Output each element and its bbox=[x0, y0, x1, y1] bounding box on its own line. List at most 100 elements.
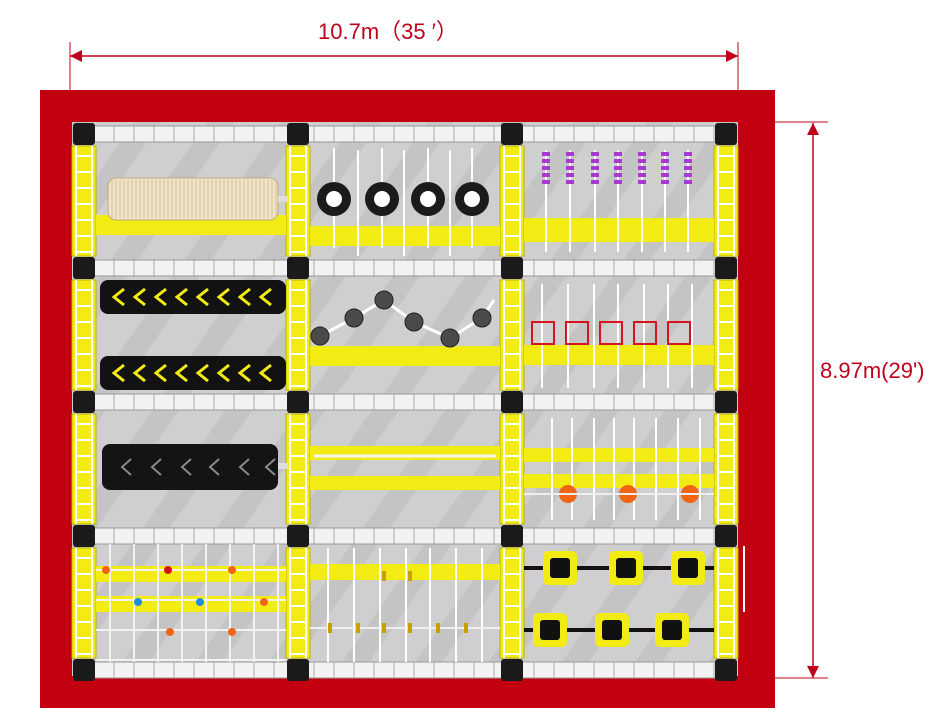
yellow-ladder bbox=[71, 279, 97, 391]
peg-icon bbox=[408, 571, 412, 581]
climbing-grid-station bbox=[96, 544, 286, 662]
beam-body bbox=[73, 393, 737, 411]
black-roller-icon bbox=[102, 444, 278, 490]
purple-handle-icon bbox=[638, 159, 646, 163]
roller-mark bbox=[264, 458, 276, 476]
post bbox=[501, 391, 523, 413]
tire-hole bbox=[374, 191, 390, 207]
yellow-ladder bbox=[713, 145, 739, 257]
post bbox=[501, 525, 523, 547]
purple-handle-icon bbox=[614, 159, 622, 163]
ring-hole bbox=[602, 620, 622, 640]
red-frame-icon bbox=[599, 321, 623, 345]
climbing-hold-icon bbox=[260, 598, 268, 606]
roller-mark bbox=[238, 458, 250, 476]
climbing-hold-icon bbox=[134, 598, 142, 606]
chevron-belt-icon bbox=[132, 363, 146, 383]
chevron-belt-icon bbox=[174, 287, 188, 307]
peg-icon bbox=[382, 571, 386, 581]
purple-handle-icon bbox=[542, 166, 550, 170]
ring-hole bbox=[616, 558, 636, 578]
post bbox=[287, 123, 309, 145]
purple-handle-icon bbox=[661, 173, 669, 177]
red-frame-icon bbox=[565, 321, 589, 345]
chevron-belt-icon bbox=[132, 287, 146, 307]
chevron-belt-station bbox=[100, 280, 286, 390]
chevron-belt-icon bbox=[237, 363, 251, 383]
yellow-band bbox=[310, 446, 500, 460]
purple-handle-icon bbox=[591, 166, 599, 170]
yellow-ladder bbox=[285, 547, 311, 659]
roller-mark bbox=[180, 458, 192, 476]
chevron-belt-icon bbox=[195, 287, 209, 307]
purple-handle-icon bbox=[542, 159, 550, 163]
post bbox=[501, 123, 523, 145]
horizontal-beam bbox=[73, 259, 737, 277]
purple-handle-icon bbox=[591, 180, 599, 184]
ball-icon bbox=[440, 328, 460, 348]
chevron-belt-icon bbox=[195, 363, 209, 383]
log-roll-station bbox=[96, 177, 288, 235]
purple-handle-icon bbox=[591, 173, 599, 177]
chevron-belt-icon bbox=[258, 287, 272, 307]
chevron-belt-icon bbox=[153, 287, 167, 307]
ball-icon bbox=[310, 326, 330, 346]
yellow-ladder bbox=[713, 279, 739, 391]
purple-handle-icon bbox=[614, 166, 622, 170]
ball-icon bbox=[374, 290, 394, 310]
purple-handle-icon bbox=[542, 173, 550, 177]
roller-axle bbox=[278, 463, 288, 469]
purple-handle-icon bbox=[638, 180, 646, 184]
post bbox=[73, 525, 95, 547]
roller-mark bbox=[150, 458, 162, 476]
horizontal-beam bbox=[73, 527, 737, 545]
purple-handle-icon bbox=[566, 166, 574, 170]
roller-axle bbox=[278, 196, 288, 202]
horizontal-beam bbox=[73, 393, 737, 411]
yellow-ladder bbox=[285, 279, 311, 391]
purple-handle-icon bbox=[614, 152, 622, 156]
yellow-ladder bbox=[71, 145, 97, 257]
width-dimension-label: 10.7m（35 ′） bbox=[318, 19, 458, 44]
beam-body bbox=[73, 259, 737, 277]
red-frame-icon bbox=[633, 321, 657, 345]
post bbox=[287, 525, 309, 547]
climbing-hold-icon bbox=[166, 628, 174, 636]
yellow-ladder bbox=[71, 547, 97, 659]
purple-handle-icon bbox=[684, 180, 692, 184]
purple-handle-icon bbox=[591, 152, 599, 156]
yellow-ladder bbox=[713, 547, 739, 659]
black-belt bbox=[100, 280, 286, 314]
purple-handle-icon bbox=[684, 152, 692, 156]
chevron-belt-icon bbox=[111, 363, 125, 383]
chevron-belt-icon bbox=[258, 363, 272, 383]
chevron-belt-icon bbox=[111, 287, 125, 307]
ring-hole bbox=[540, 620, 560, 640]
purple-handle-icon bbox=[542, 152, 550, 156]
black-roller-station bbox=[102, 444, 288, 490]
chevron-belt-icon bbox=[174, 363, 188, 383]
post bbox=[501, 257, 523, 279]
climbing-hold-icon bbox=[102, 566, 110, 574]
purple-handle-icon bbox=[542, 180, 550, 184]
ring-hole bbox=[678, 558, 698, 578]
yellow-ladder bbox=[71, 413, 97, 525]
yellow-ladder bbox=[499, 413, 525, 525]
orange-balls-station bbox=[524, 418, 714, 520]
ring-hole bbox=[550, 558, 570, 578]
ring-hole bbox=[662, 620, 682, 640]
zigzag-balls-station bbox=[310, 290, 500, 366]
post bbox=[287, 257, 309, 279]
black-belt bbox=[100, 356, 286, 390]
height-dimension-label: 8.97m(29') bbox=[820, 358, 925, 383]
purple-handle-icon bbox=[661, 166, 669, 170]
rail-bar-station bbox=[310, 446, 500, 490]
yellow-band bbox=[96, 596, 286, 612]
peg-icon bbox=[382, 623, 386, 633]
red-frame-icon bbox=[531, 321, 555, 345]
red-frames-station bbox=[524, 284, 714, 388]
purple-handles-station bbox=[524, 150, 714, 252]
tire-hole bbox=[420, 191, 436, 207]
roller-mark bbox=[208, 458, 220, 476]
